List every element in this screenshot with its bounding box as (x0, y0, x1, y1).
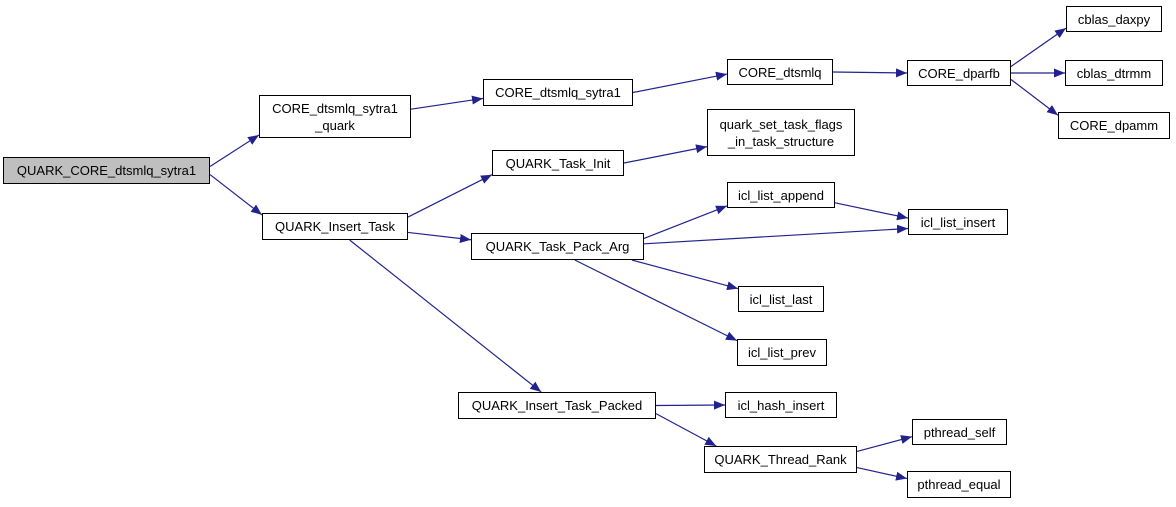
node-CORE_dtsmlq_sytra1_quark[interactable]: CORE_dtsmlq_sytra1 _quark (259, 95, 411, 138)
node-icl_list_last[interactable]: icl_list_last (738, 286, 824, 312)
node-quark_set_task_flags_in_task_structure[interactable]: quark_set_task_flags _in_task_structure (707, 109, 855, 156)
node-label: QUARK_Task_Pack_Arg (485, 239, 630, 254)
node-QUARK_Thread_Rank[interactable]: QUARK_Thread_Rank (704, 446, 857, 473)
node-label: CORE_dparfb (918, 65, 1000, 81)
node-label: CORE_dtsmlq_sytra1 _quark (272, 100, 398, 133)
edge-CORE_dparfb--cblas_daxpy (1010, 27, 1067, 67)
node-label: icl_hash_insert (737, 397, 825, 413)
node-CORE_dpamm[interactable]: CORE_dpamm (1058, 112, 1170, 139)
edge-CORE_dparfb--CORE_dpamm (1010, 79, 1059, 116)
edge-QUARK_Task_Pack_Arg--icl_list_last (631, 259, 739, 291)
node-label: CORE_dpamm (1069, 118, 1159, 133)
edge-QUARK_Task_Pack_Arg--icl_list_insert (643, 224, 909, 245)
node-label: icl_list_insert (920, 214, 996, 230)
edge-QUARK_CORE_dtsmlq_sytra1--QUARK_Insert_Task (209, 174, 263, 216)
node-cblas_daxpy[interactable]: cblas_daxpy (1066, 6, 1162, 32)
edge-CORE_dtsmlq_sytra1_quark--CORE_dtsmlq_sytra1 (410, 95, 484, 110)
node-label: QUARK_Task_Init (505, 155, 611, 171)
node-CORE_dtsmlq_sytra1[interactable]: CORE_dtsmlq_sytra1 (483, 79, 633, 106)
node-label: quark_set_task_flags _in_task_structure (719, 116, 843, 149)
node-pthread_self[interactable]: pthread_self (912, 419, 1007, 445)
node-label: icl_list_prev (748, 345, 816, 360)
edge-QUARK_Insert_Task_Packed--icl_hash_insert (655, 400, 726, 410)
node-pthread_equal[interactable]: pthread_equal (907, 471, 1011, 498)
node-cblas_dtrmm[interactable]: cblas_dtrmm (1065, 60, 1163, 86)
node-label: cblas_dtrmm (1076, 65, 1152, 81)
node-label: cblas_daxpy (1077, 11, 1151, 27)
edge-CORE_dtsmlq_sytra1--CORE_dtsmlq (632, 71, 728, 94)
edge-QUARK_Insert_Task--QUARK_Task_Init (407, 174, 493, 218)
node-label: QUARK_Insert_Task_Packed (471, 398, 643, 413)
edge-QUARK_Thread_Rank--pthread_equal (856, 467, 908, 481)
node-icl_list_insert[interactable]: icl_list_insert (908, 209, 1008, 235)
node-QUARK_Task_Init[interactable]: QUARK_Task_Init (492, 150, 624, 176)
node-label: QUARK_Insert_Task (275, 219, 395, 234)
node-icl_list_prev[interactable]: icl_list_prev (737, 339, 827, 366)
edge-QUARK_Thread_Rank--pthread_self (856, 435, 913, 452)
node-QUARK_Task_Pack_Arg[interactable]: QUARK_Task_Pack_Arg (471, 233, 644, 260)
edge-QUARK_Task_Pack_Arg--icl_list_prev (574, 259, 738, 342)
edge-QUARK_Task_Init--quark_set_task_flags_in_task_structure (623, 144, 708, 164)
node-label: icl_list_append (737, 187, 824, 203)
node-label: icl_list_last (749, 291, 813, 307)
edge-QUARK_CORE_dtsmlq_sytra1--CORE_dtsmlq_sytra1_quark (209, 134, 260, 167)
node-label: pthread_equal (917, 477, 1001, 492)
edge-CORE_dtsmlq--CORE_dparfb (832, 68, 908, 78)
node-CORE_dtsmlq[interactable]: CORE_dtsmlq (727, 59, 833, 85)
node-label: CORE_dtsmlq (738, 64, 822, 80)
node-label: QUARK_Thread_Rank (714, 452, 847, 467)
node-label: pthread_self (923, 424, 996, 440)
node-QUARK_Insert_Task_Packed[interactable]: QUARK_Insert_Task_Packed (458, 392, 656, 419)
edge-QUARK_Insert_Task--QUARK_Task_Pack_Arg (407, 231, 472, 243)
node-icl_list_append[interactable]: icl_list_append (727, 182, 835, 208)
edge-QUARK_Insert_Task_Packed--QUARK_Thread_Rank (655, 413, 717, 447)
node-QUARK_Insert_Task[interactable]: QUARK_Insert_Task (262, 213, 408, 240)
node-CORE_dparfb[interactable]: CORE_dparfb (907, 60, 1011, 86)
edge-icl_list_append--icl_list_insert (834, 202, 909, 221)
edge-QUARK_Task_Pack_Arg--icl_list_append (643, 205, 728, 239)
node-icl_hash_insert[interactable]: icl_hash_insert (725, 392, 837, 418)
node-QUARK_CORE_dtsmlq_sytra1: QUARK_CORE_dtsmlq_sytra1 (3, 157, 210, 184)
node-label: QUARK_CORE_dtsmlq_sytra1 (16, 163, 197, 178)
edge-QUARK_Insert_Task--QUARK_Insert_Task_Packed (349, 239, 542, 393)
node-label: CORE_dtsmlq_sytra1 (495, 85, 621, 100)
